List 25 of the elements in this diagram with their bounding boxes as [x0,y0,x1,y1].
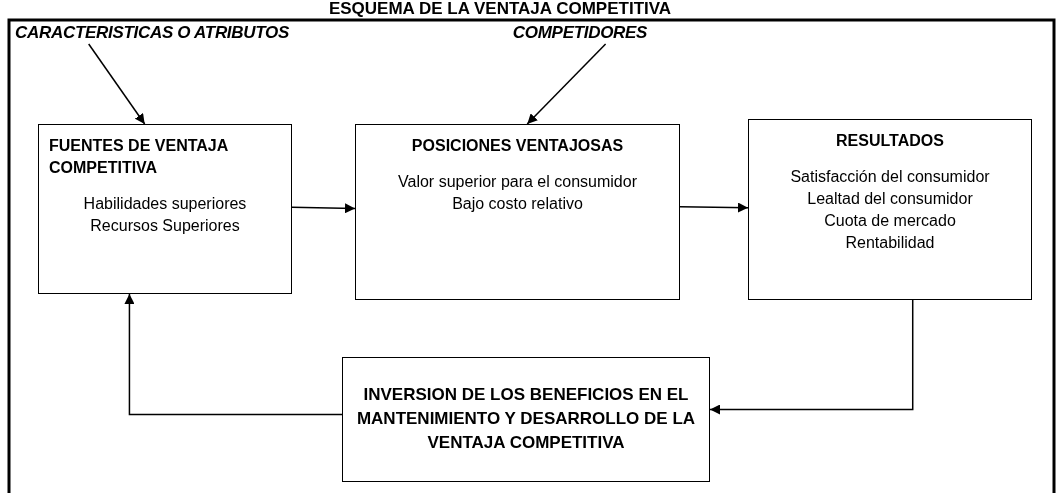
box-item: Lealtad del consumidor [806,189,974,209]
arrow [679,202,749,213]
box-heading: RESULTADOS [835,131,945,151]
process-box [355,124,680,300]
box-item: Cuota de mercado [823,211,957,231]
process-box [38,124,292,294]
process-box [342,357,710,482]
annotation-label: COMPETIDORES [511,22,649,44]
box-text: INVERSION DE LOS BENEFICIOS EN EL MANTENIMIENTO Y DESARROLLO DE LA VENTAJA COMPETITIVA [355,384,697,454]
box-item: Recursos Superiores [89,216,241,236]
diagram-title: ESQUEMA DE LA VENTAJA COMPETITIVA [327,0,673,18]
box-heading: POSICIONES VENTAJOSAS [410,136,625,156]
arrow [124,293,343,416]
box-item: Valor superior para el consumidor [397,172,638,192]
box-item: Rentabilidad [844,233,936,253]
process-box [748,119,1032,300]
box-heading: FUENTES DE VENTAJA COMPETITIVA [48,136,229,178]
arrow [526,43,607,125]
arrow [709,299,914,415]
box-item: Bajo costo relativo [451,194,584,214]
arrow [87,43,146,125]
arrow [291,203,356,214]
annotation-label: CARACTERISTICAS O ATRIBUTOS [15,22,290,44]
box-item: Habilidades superiores [82,194,248,214]
box-item: Satisfacción del consumidor [789,167,991,187]
